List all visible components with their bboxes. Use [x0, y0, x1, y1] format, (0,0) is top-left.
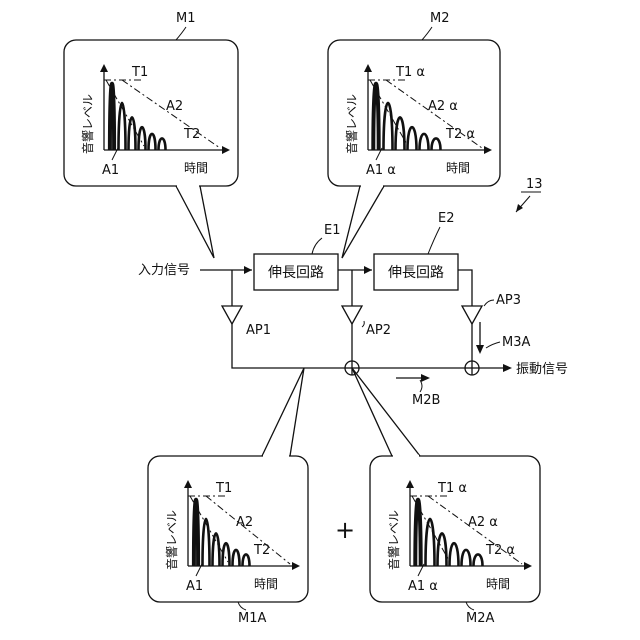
- label-a1-m1a: A1: [186, 579, 203, 594]
- label-t1-m2a: T1 α: [437, 481, 467, 496]
- panel-m1a: M1A 音響レベル時間 T1A2T2A1: [148, 368, 308, 626]
- label-a2-m2: A2 α: [428, 99, 458, 114]
- panel-label-m2: M2: [430, 11, 450, 26]
- input-arrowhead: [244, 266, 252, 274]
- output-arrowhead: [503, 364, 512, 372]
- x-axis-label-m1: 時間: [184, 161, 208, 175]
- m2b-arrowhead: [421, 374, 430, 382]
- m3a-leader: [486, 342, 500, 348]
- y-axis-label-m2a: 音響レベル: [386, 510, 401, 570]
- ap3-leader: [484, 300, 494, 306]
- m3a-label: M3A: [502, 335, 530, 350]
- y-axis-label-m1: 音響レベル: [80, 94, 95, 154]
- panel-m1: M1 音響レベル時間 T1A2T2A1: [64, 11, 238, 258]
- label-a1-m1: A1: [102, 163, 119, 178]
- ap2-label: AP2: [366, 323, 391, 338]
- label-a1-m2: A1 α: [366, 163, 396, 178]
- panel-leader-m1a: [238, 602, 246, 610]
- block-e1-ref: E1: [324, 223, 341, 238]
- label-t1-m1: T1: [131, 65, 148, 80]
- panel-m2: M2 音響レベル時間 T1 α A2 α T2 α A1 α: [328, 11, 500, 258]
- panel-label-m2a: M2A: [466, 611, 494, 626]
- panel-m2a: M2A 音響レベル時間 T1 α A2 α T2 α A1 α: [352, 368, 540, 626]
- callout-m2a: [352, 368, 420, 456]
- label-a2-m1: A2: [166, 99, 183, 114]
- output-signal-label: 振動信号: [516, 362, 568, 377]
- panel-leader-m2: [422, 27, 432, 40]
- m2b-label: M2B: [412, 393, 440, 408]
- label-t2-m2a: T2 α: [485, 543, 515, 558]
- figure-reference: 13: [516, 177, 543, 212]
- e1-to-e2-arrowhead: [364, 266, 372, 274]
- y-axis-label-m2: 音響レベル: [344, 94, 359, 154]
- m2b-leader: [420, 380, 422, 392]
- callout-m1: [176, 186, 214, 258]
- label-a1-m2a: A1 α: [408, 579, 438, 594]
- label-a2-m1a: A2: [236, 515, 253, 530]
- figure-ref-label: 13: [526, 177, 543, 192]
- plus-sign: +: [335, 516, 355, 544]
- ap1-label: AP1: [246, 323, 271, 338]
- input-signal-label: 入力信号: [138, 263, 190, 278]
- x-axis-label-m2: 時間: [446, 161, 470, 175]
- panel-label-m1a: M1A: [238, 611, 266, 626]
- amplifier-ap1: [222, 306, 242, 324]
- block-e2-ref: E2: [438, 211, 455, 226]
- amplifier-ap3: [462, 306, 482, 324]
- ap2-leader: [362, 321, 364, 327]
- panel-label-m1: M1: [176, 11, 196, 26]
- panel-leader-m1: [176, 27, 186, 40]
- block-e2-label: 伸長回路: [388, 265, 444, 281]
- y-axis-label-m1a: 音響レベル: [164, 510, 179, 570]
- label-t2-m2: T2 α: [445, 127, 475, 142]
- block-e1-leader: [312, 238, 322, 254]
- amplifier-ap2: [342, 306, 362, 324]
- tap-ap3: [458, 270, 472, 300]
- m3a-arrowhead: [476, 345, 484, 354]
- callout-m2: [342, 186, 384, 258]
- callout-m1a: [262, 368, 304, 456]
- label-t1-m2: T1 α: [395, 65, 425, 80]
- x-axis-label-m1a: 時間: [254, 577, 278, 591]
- x-axis-label-m2a: 時間: [486, 577, 510, 591]
- label-t2-m1a: T2: [253, 543, 270, 558]
- label-a2-m2a: A2 α: [468, 515, 498, 530]
- label-t2-m1: T2: [183, 127, 200, 142]
- ap3-label: AP3: [496, 293, 521, 308]
- block-e2-leader: [428, 227, 440, 254]
- block-e1-label: 伸長回路: [268, 265, 324, 281]
- panel-leader-m2a: [466, 602, 474, 610]
- label-t1-m1a: T1: [215, 481, 232, 496]
